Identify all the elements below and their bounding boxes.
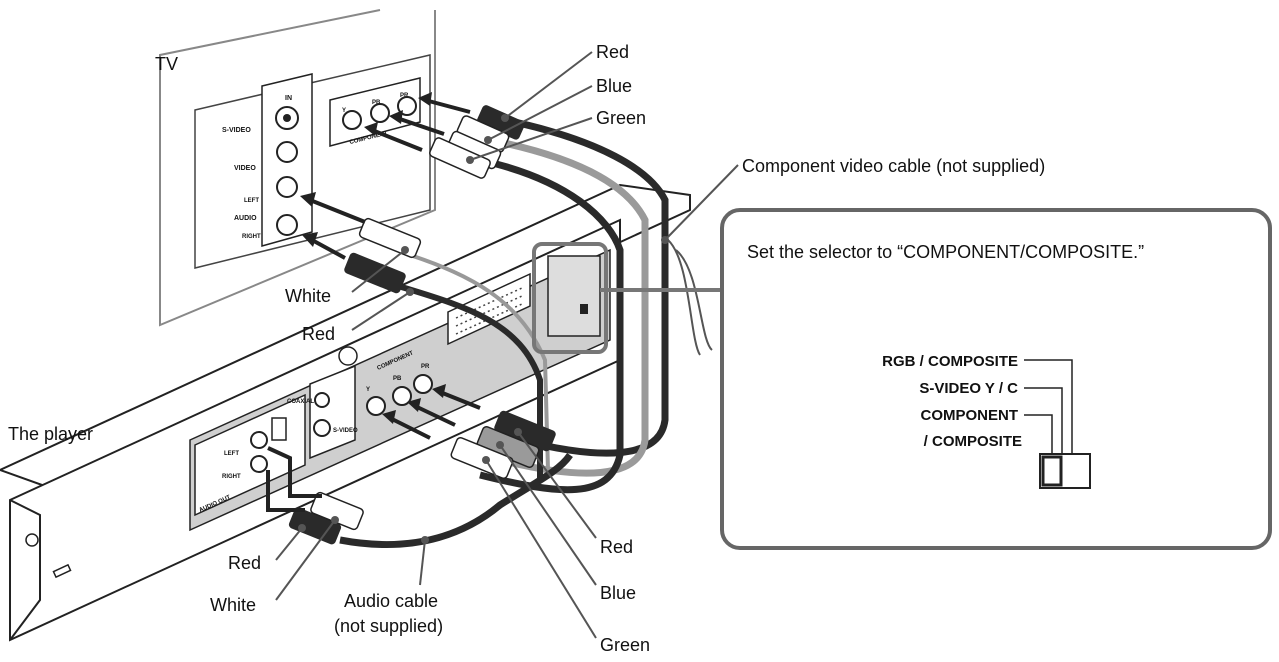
player-optical-port (271, 417, 287, 441)
tv-y-text: Y (342, 108, 346, 114)
tv-audio-arrows (300, 192, 366, 260)
tv-svideo-jack-core (283, 114, 291, 122)
tv-component-arrows (364, 92, 471, 152)
label-player-audio-white: White (210, 595, 256, 615)
label-tv-white: White (285, 286, 331, 306)
tv-svideo-text: S-VIDEO (222, 127, 251, 134)
callout-instruction: Set the selector to “COMPONENT/COMPOSITE… (747, 242, 1144, 262)
label-component-cable: Component video cable (not supplied) (742, 156, 1045, 176)
player-right-text: RIGHT (222, 474, 241, 480)
player-left-text: LEFT (224, 451, 239, 457)
tv-right-jack (276, 214, 298, 236)
label-player-blue: Blue (600, 583, 636, 603)
tv-label: TV (155, 54, 178, 74)
player-y-text: Y (366, 387, 370, 393)
label-tv-red: Red (596, 42, 629, 62)
component-cable-black (479, 156, 624, 494)
player-component-plugs (450, 410, 556, 479)
player-pb-jack (392, 386, 412, 406)
tv-pb-text: PB (372, 100, 381, 106)
label-player-red: Red (600, 537, 633, 557)
callout-box (720, 208, 1272, 550)
tv-left-jack (276, 176, 298, 198)
player-video-jack (314, 392, 330, 408)
component-cable-gray (489, 136, 649, 477)
label-audio-cable-2: (not supplied) (334, 616, 443, 636)
cable-tail-2 (675, 249, 713, 351)
player-svideo-text: S-VIDEO (333, 428, 358, 434)
tv-video-jack (276, 141, 298, 163)
player-audio-cable (339, 452, 573, 549)
leader-tips (298, 114, 669, 544)
tv-in-text: IN (285, 95, 292, 102)
player-panel-hole (338, 346, 358, 366)
selector-option-composite: / COMPOSITE (924, 433, 1022, 450)
tv-audio-cable (409, 253, 550, 471)
player-component-arrows (382, 384, 481, 440)
tv-component-plugs (429, 105, 525, 179)
tv-right-text: RIGHT (242, 234, 261, 240)
player-left-jack (250, 431, 268, 449)
player-right-jack (250, 455, 268, 473)
label-tv-audio-red: Red (302, 324, 335, 344)
label-tv-blue: Blue (596, 76, 632, 96)
player-audio-arrows (266, 446, 322, 512)
player-pr-jack (413, 374, 433, 394)
selector-option-component: COMPONENT (921, 407, 1019, 424)
tv-video-text: VIDEO (234, 165, 256, 172)
label-player-audio-red: Red (228, 553, 261, 573)
tv-pr-text: PR (400, 93, 409, 99)
player-pb-text: PB (393, 376, 402, 382)
selector-option-rgb: RGB / COMPOSITE (882, 353, 1018, 370)
label-player-green: Green (600, 635, 650, 655)
player-selector-knob (580, 304, 588, 314)
component-cable-dark (504, 116, 669, 457)
player-coaxial-text: COAXIAL (287, 399, 314, 405)
tv-pb-jack (370, 103, 390, 123)
player-foot-slot (52, 563, 72, 579)
label-audio-cable-1: Audio cable (344, 591, 438, 611)
tv-audio-cable-dark (394, 282, 543, 480)
player-y-jack (366, 396, 386, 416)
player-scart-connector (447, 272, 531, 346)
selector-option-svideo: S-VIDEO Y / C (919, 380, 1018, 397)
tv-y-jack (342, 110, 362, 130)
label-tv-green: Green (596, 108, 646, 128)
player-side-screw (25, 533, 39, 547)
selector-leader-lines (1024, 359, 1073, 454)
selector-switch-slider (1041, 455, 1063, 487)
selector-highlight (532, 242, 608, 354)
player-pr-text: PR (421, 364, 430, 370)
cable-tail-1 (667, 239, 701, 356)
player-side-edge (9, 499, 41, 641)
leader-lines (275, 51, 739, 639)
player-selector-area (547, 255, 601, 337)
label-player: The player (8, 424, 93, 444)
tv-left-text: LEFT (244, 198, 259, 204)
player-svideo-jack (313, 419, 331, 437)
tv-audio-text: AUDIO (234, 215, 257, 222)
